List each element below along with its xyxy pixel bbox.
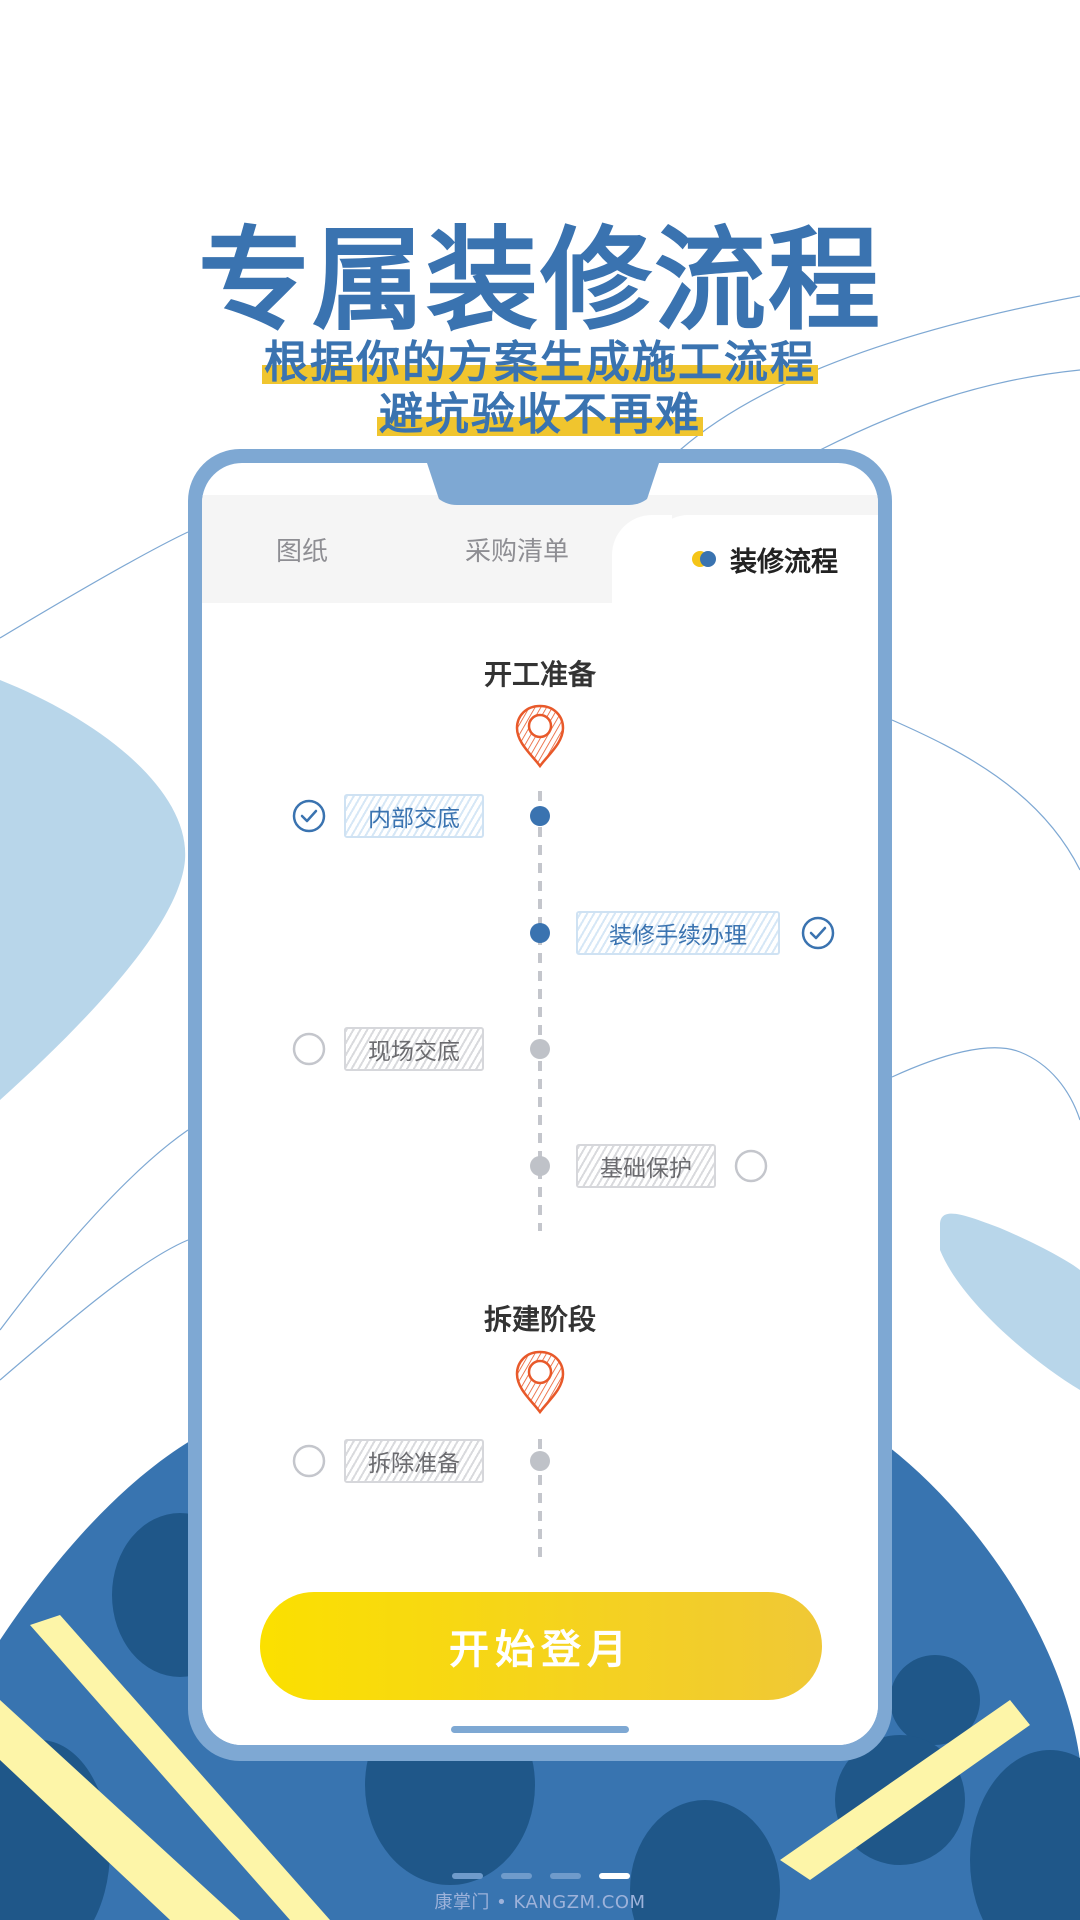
- task-item[interactable]: 拆除准备: [344, 1439, 484, 1483]
- tab-drawings[interactable]: 图纸: [275, 536, 328, 567]
- page-dot-4-active[interactable]: [599, 1873, 630, 1879]
- timeline-node-pending: [530, 1156, 550, 1176]
- location-pin-icon: [515, 704, 565, 769]
- unchecked-circle-icon[interactable]: [292, 1444, 326, 1478]
- tab-bar: 图纸 采购清单 装修流程: [202, 495, 878, 603]
- timeline-node-pending: [530, 1451, 550, 1471]
- location-pin-icon: [515, 1350, 565, 1415]
- start-moon-landing-button[interactable]: 开始登月: [260, 1592, 822, 1700]
- timeline-connector: [538, 791, 542, 1231]
- hero-title: 专属装修流程: [198, 215, 882, 346]
- timeline-connector: [538, 1439, 542, 1559]
- unchecked-circle-icon[interactable]: [292, 1032, 326, 1066]
- task-item[interactable]: 基础保护: [576, 1144, 716, 1188]
- task-item[interactable]: 内部交底: [344, 794, 484, 838]
- unchecked-circle-icon[interactable]: [734, 1149, 768, 1183]
- timeline-node-pending: [530, 1039, 550, 1059]
- task-item[interactable]: 现场交底: [344, 1027, 484, 1071]
- page-dot-2[interactable]: [501, 1873, 532, 1879]
- hero-subtitle-line-1: 根据你的方案生成施工流程: [262, 337, 818, 388]
- tab-renovation-process[interactable]: 装修流程: [652, 515, 878, 603]
- checked-circle-icon[interactable]: [292, 799, 326, 833]
- timeline-node-done: [530, 806, 550, 826]
- watermark: 康掌门 • KANGZM.COM: [434, 1892, 646, 1913]
- process-timeline: 开工准备 内部交底 装修手续办理: [202, 603, 878, 1745]
- phone-screen: 图纸 采购清单 装修流程 开工准备: [202, 463, 878, 1745]
- tab-purchase-list[interactable]: 采购清单: [464, 536, 569, 567]
- page-dot-1[interactable]: [452, 1873, 483, 1879]
- hero-subtitle-line-2: 避坑验收不再难: [377, 389, 703, 440]
- stage-title: 开工准备: [483, 658, 596, 691]
- home-indicator: [451, 1726, 629, 1733]
- task-item[interactable]: 装修手续办理: [576, 911, 780, 955]
- timeline-node-done: [530, 923, 550, 943]
- page-dot-3[interactable]: [550, 1873, 581, 1879]
- stage-title: 拆建阶段: [483, 1303, 596, 1336]
- active-tab-indicator-icon: [692, 551, 718, 567]
- phone-mockup: 图纸 采购清单 装修流程 开工准备: [188, 449, 892, 1761]
- checked-circle-icon[interactable]: [801, 916, 835, 950]
- page-indicator: [452, 1873, 630, 1879]
- phone-notch: [427, 463, 659, 505]
